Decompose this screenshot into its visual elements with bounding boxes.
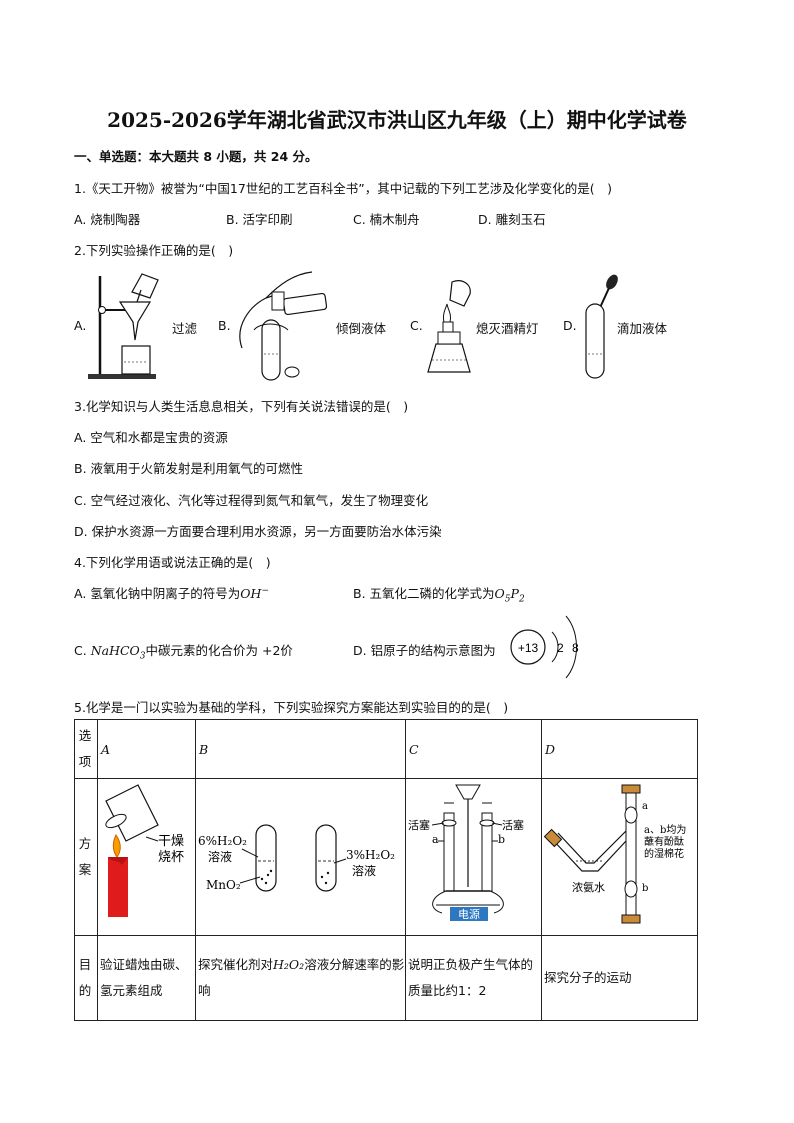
candle-beaker-figure: 干燥 烧杯 [105, 784, 184, 917]
q5-header-row: 选项 A B C D [74, 719, 698, 779]
electrolysis-apparatus-figure: 电源 活塞 活塞 a b [408, 784, 524, 921]
q5-goal-a: 验证蜡烛由碳、氢元素组成 [97, 935, 196, 1021]
q4-option-a-formula: OH [240, 586, 262, 601]
nucleus-charge: +13 [518, 641, 539, 655]
q2-option-a-letter: A. [74, 318, 87, 333]
q4-option-c: C. NaHCO3中碳元素的化合价为 +2价 [74, 640, 293, 662]
q4-option-c-prefix: C. [74, 643, 91, 658]
q4-option-a: A. 氢氧化钠中阴离子的符号为OH− [74, 583, 269, 602]
q3-option-b: B. 液氧用于火箭发射是利用氧气的可燃性 [74, 461, 304, 476]
d-label-a: a [642, 801, 648, 812]
q4-option-d-text: D. 铝原子的结构示意图为 [353, 643, 496, 658]
q5-plan-row: 方案 干燥 烧杯 6%H₂O₂ 溶液 [74, 778, 698, 936]
aluminum-atom-diagram: +13 2 8 [510, 615, 579, 679]
q5-plan-a: 干燥 烧杯 [97, 778, 196, 936]
q4-option-c-sub: 3 [139, 651, 146, 662]
q4-option-a-text: A. 氢氧化钠中阴离子的符号为 [74, 586, 241, 601]
q2-option-b-label: 倾倒液体 [336, 321, 387, 336]
q3-stem: 3.化学知识与人类生活息息相关，下列有关说法错误的是( ) [74, 399, 409, 414]
q4-stem: 4.下列化学用语或说法正确的是( ) [74, 555, 271, 570]
c-label-a: a [432, 833, 439, 846]
c-label-b: b [498, 833, 505, 846]
d-ammonia-label: 浓氨水 [572, 881, 605, 894]
q3-option-d: D. 保护水资源一方面要合理利用水资源，另一方面要防治水体污染 [74, 524, 442, 539]
q5-goal-b-pre: 探究催化剂对 [198, 957, 274, 972]
b-right-solution: 溶液 [352, 863, 376, 878]
d-label-b: b [642, 883, 648, 894]
q4-option-a-charge: − [261, 585, 269, 596]
q5-col-c: C [405, 719, 542, 779]
filtration-apparatus-figure [88, 273, 159, 379]
q2-option-c-letter: C. [410, 318, 423, 333]
q5-plan-c: 电源 活塞 活塞 a b [405, 778, 542, 936]
q2-option-c-label: 熄灭酒精灯 [476, 321, 539, 336]
q2-option-b-letter: B. [218, 318, 231, 333]
b-left-concentration: 6%H₂O₂ [198, 834, 247, 848]
q4-option-b-formula-p: P [510, 586, 519, 601]
q4-option-b-sub-2: 2 [518, 594, 525, 605]
q5-stem: 5.化学是一门以实验为基础的学科，下列实验探究方案能达到实验目的的是( ) [74, 700, 509, 715]
dropper-testtube-figure [585, 274, 618, 379]
d-note-2: 蘸有酚酞 [644, 835, 684, 848]
q4-option-b-text: B. 五氧化二磷的化学式为 [353, 586, 495, 601]
q5-goal-b-formula: H₂O₂ [273, 957, 305, 972]
power-label: 电源 [458, 907, 480, 921]
q5-row-header-goal: 目的 [78, 957, 92, 998]
molecule-motion-figure: a b a、b均为 蘸有酚酞 的湿棉花 浓氨水 [543, 784, 686, 924]
q5-goal-b-post: 溶液分解速率的影响 [198, 957, 405, 998]
q5-plan-b: 6%H₂O₂ 溶液 MnO₂ 3%H₂O₂ 溶液 [195, 778, 406, 936]
q5-col-d: D [541, 719, 698, 779]
q5-row-header-option: 选项 [78, 728, 92, 769]
b-mno2: MnO₂ [206, 878, 241, 892]
q1-option-b: B. 活字印刷 [226, 212, 293, 227]
q3-option-c: C. 空气经过液化、汽化等过程得到氮气和氧气，发生了物理变化 [74, 493, 429, 508]
q2-stem: 2.下列实验操作正确的是( ) [74, 243, 234, 258]
q4-option-b: B. 五氧化二磷的化学式为O5P2 [353, 583, 525, 605]
q1-option-c: C. 楠木制舟 [353, 212, 420, 227]
cup-label-1: 干燥 [158, 834, 184, 849]
shell-2-electrons: 8 [572, 641, 579, 655]
stopcock-right-label: 活塞 [502, 818, 524, 832]
q5-goal-d: 探究分子的运动 [541, 935, 698, 1021]
q5-table: 选项 A B C D 方案 干燥 烧杯 [74, 719, 698, 1021]
q2-option-d-letter: D. [563, 318, 577, 333]
q5-goal-b: 探究催化剂对H₂O₂溶液分解速率的影响 [195, 935, 406, 1021]
q4-option-b-formula-o: O [494, 586, 505, 601]
shell-1-electrons: 2 [557, 641, 564, 655]
q5-col-b: B [195, 719, 406, 779]
q1-stem: 1.《天工开物》被誉为“中国17世纪的工艺百科全书”，其中记载的下列工艺涉及化学… [74, 181, 613, 196]
d-note-3: 的湿棉花 [644, 847, 684, 860]
stopcock-left-label: 活塞 [408, 818, 430, 832]
page-title: 2025-2026学年湖北省武汉市洪山区九年级（上）期中化学试卷 [107, 108, 687, 132]
section-heading: 一、单选题：本大题共 8 小题，共 24 分。 [74, 149, 318, 164]
b-left-solution: 溶液 [208, 849, 232, 864]
q1-option-a: A. 烧制陶器 [74, 212, 141, 227]
b-right-concentration: 3%H₂O₂ [346, 848, 395, 862]
q4-option-c-text: 中碳元素的化合价为 +2价 [145, 643, 293, 658]
q5-plan-d: a b a、b均为 蘸有酚酞 的湿棉花 浓氨水 [541, 778, 698, 936]
q5-goal-row: 目的 验证蜡烛由碳、氢元素组成 探究催化剂对H₂O₂溶液分解速率的影响 说明正负… [74, 935, 698, 1021]
pouring-liquid-figure [239, 271, 328, 381]
q5-row-header-plan: 方案 [78, 836, 92, 877]
catalyst-testtubes-figure: 6%H₂O₂ 溶液 MnO₂ 3%H₂O₂ 溶液 [198, 824, 395, 892]
q4-option-b-sub-5: 5 [504, 594, 511, 605]
d-note-1: a、b均为 [644, 824, 686, 836]
q4-option-c-formula: NaHCO [90, 643, 140, 658]
q2-option-a-label: 过滤 [172, 321, 198, 336]
q1-option-d: D. 雕刻玉石 [478, 212, 546, 227]
q5-col-a: A [97, 719, 196, 779]
q3-option-a: A. 空气和水都是宝贵的资源 [74, 430, 228, 445]
cup-label-2: 烧杯 [158, 850, 184, 865]
q2-option-d-label: 滴加液体 [617, 321, 668, 336]
alcohol-lamp-figure [427, 280, 471, 373]
q5-goal-c: 说明正负极产生气体的质量比约1：2 [405, 935, 542, 1021]
